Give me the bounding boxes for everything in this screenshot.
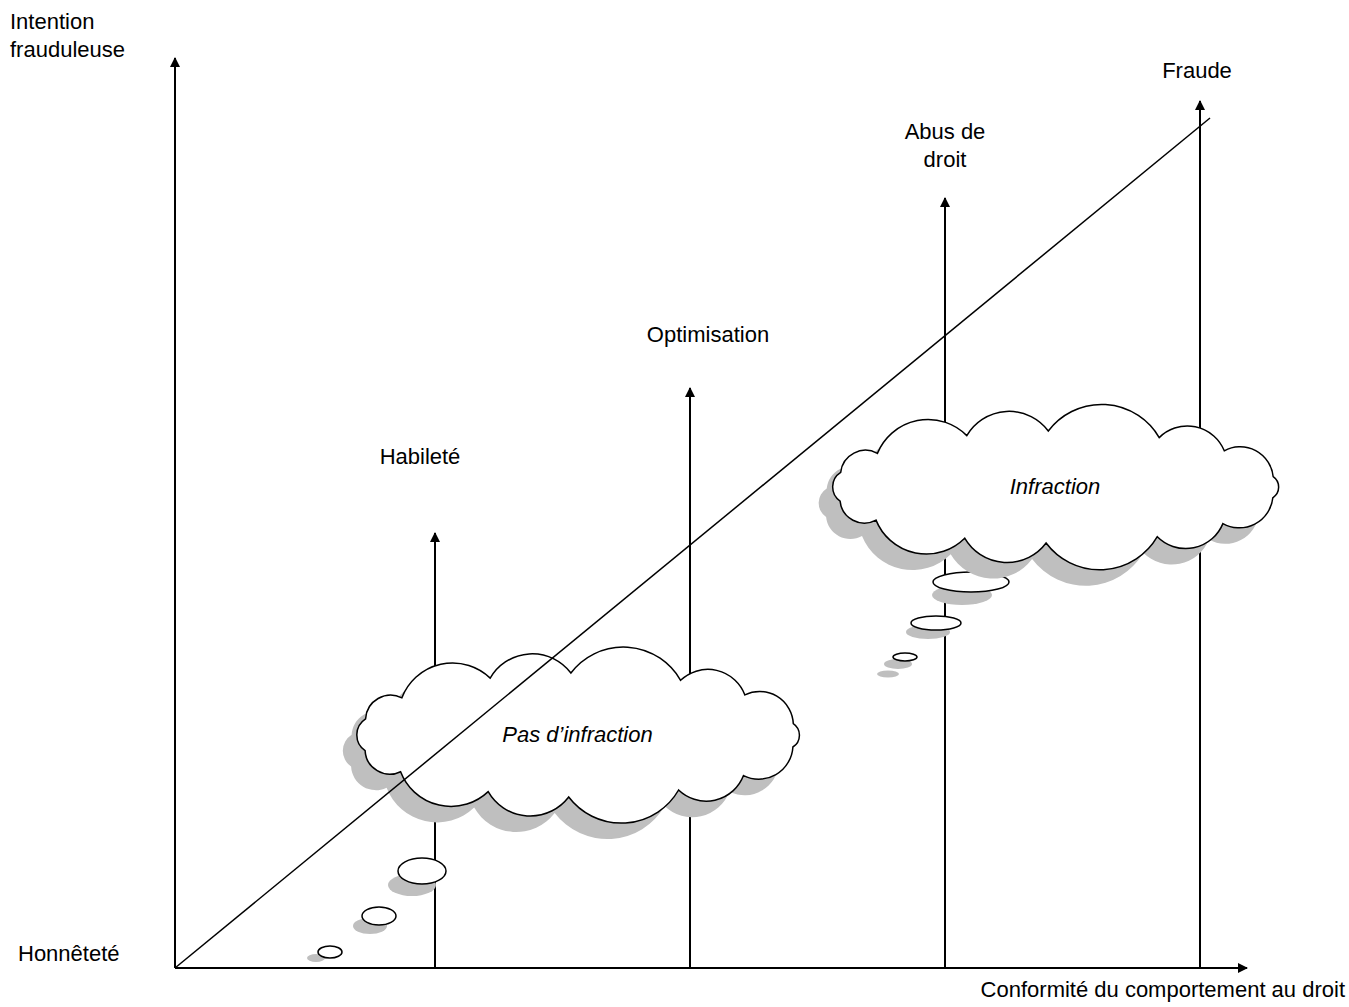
- axis-label: Honnêteté: [18, 940, 120, 968]
- axis-label: Conformité du comportement au droit: [981, 976, 1345, 1004]
- axis-label: Optimisation: [647, 321, 769, 349]
- axis-label: Fraude: [1162, 57, 1232, 85]
- cloud-text: Infraction: [1010, 474, 1101, 500]
- axis-label: Abus de droit: [900, 118, 990, 173]
- y-axis: [174, 58, 176, 968]
- axis-label: Habileté: [380, 443, 461, 471]
- axis-label: Intention frauduleuse: [10, 8, 160, 63]
- diagonal-line: [175, 118, 1210, 968]
- x-axis: [175, 967, 1247, 969]
- thought-bubbles: [307, 572, 1009, 962]
- cloud-border: [357, 647, 800, 823]
- cloud-shape: Pas d’infraction: [350, 665, 805, 805]
- vertical-arrow: [944, 198, 946, 968]
- cloud-border: [833, 404, 1279, 569]
- cloud-text: Pas d’infraction: [502, 722, 652, 748]
- cloud-shape: Infraction: [825, 423, 1285, 551]
